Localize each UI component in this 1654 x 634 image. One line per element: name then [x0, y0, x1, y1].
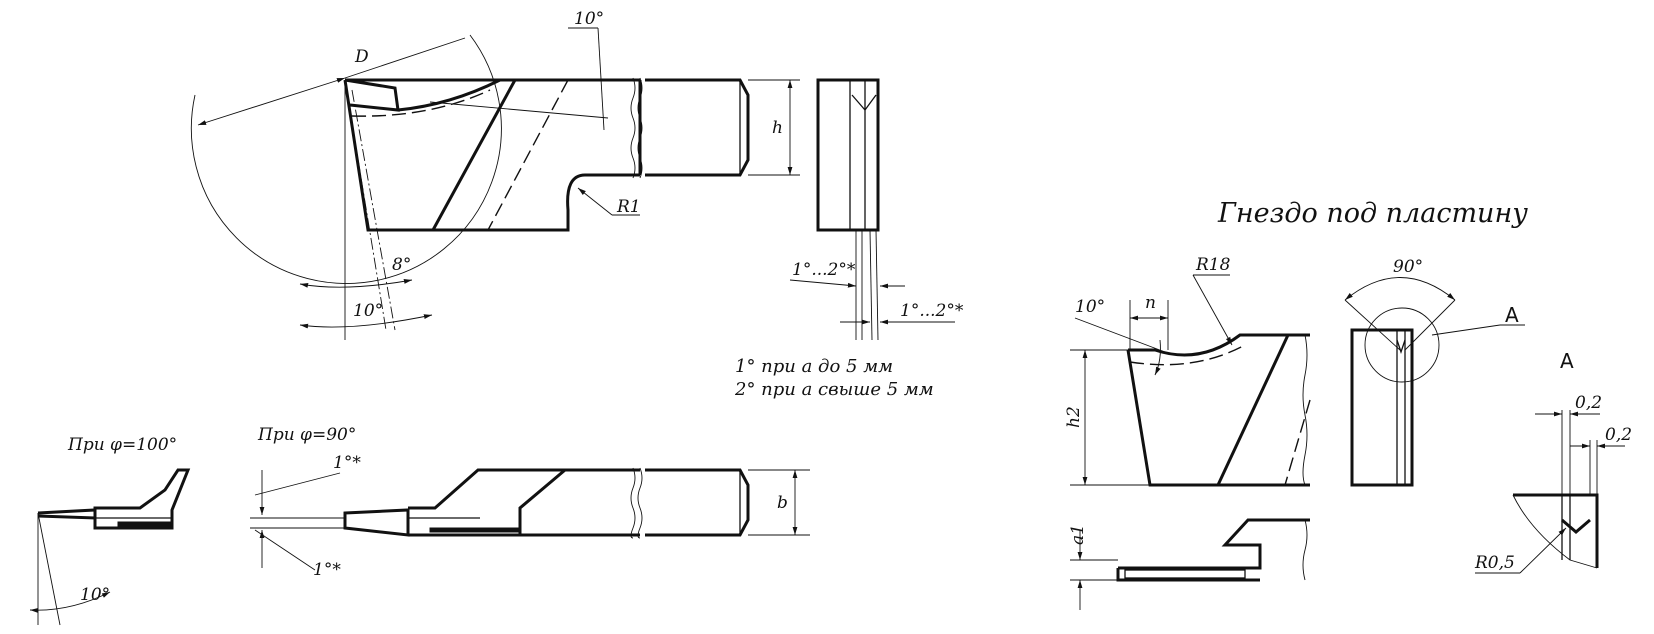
- socket-diagonal-hidden: [1284, 399, 1311, 486]
- angle-8-label: 8°: [392, 255, 411, 275]
- angle-10-top-label: 10°: [574, 9, 604, 29]
- shank-end: [645, 78, 750, 177]
- end-view: 1°...2°* 1°...2°* 1° при a до 5 мм 2° пр…: [734, 78, 964, 400]
- phi90-shank-end: [645, 468, 750, 537]
- phi100-angled: [37, 512, 61, 626]
- a1-view-outline: [1118, 518, 1310, 570]
- diagonal-edge: [431, 79, 517, 231]
- angle-90-arc: [1344, 277, 1456, 301]
- insert-outline: [344, 78, 400, 112]
- axis-line-10: [351, 89, 396, 331]
- phi100-insert: [37, 508, 97, 520]
- socket-end-v: [1396, 339, 1406, 355]
- note-line-2: 2° при a свыше 5 мм: [734, 379, 934, 400]
- n-label: n: [1145, 293, 1156, 313]
- phi90-body: [408, 468, 570, 537]
- r05-leader: [1519, 527, 1567, 574]
- socket-view: Гнездо под пластину h2 R18 10° n: [1064, 198, 1528, 610]
- phi90-label: При φ=90°: [257, 425, 356, 445]
- phi90-break-1: [630, 467, 636, 539]
- angle-90-leg-2: [1404, 299, 1456, 351]
- main-side-view: h 10° R1 D 8° 10°: [190, 9, 800, 340]
- a1-insert: [1124, 569, 1246, 579]
- r1-label: R1: [616, 197, 641, 217]
- detail-v: [1561, 518, 1591, 534]
- holder-body-outline: [343, 78, 640, 232]
- angle-10-socket-label: 10°: [1075, 297, 1105, 317]
- detail-break-curve: [1512, 494, 1598, 569]
- angle-1-upper-label: 1°*: [333, 453, 361, 473]
- socket-break: [1302, 334, 1308, 486]
- phi90-break-2: [637, 467, 643, 539]
- phi100-angle-arc: [29, 591, 111, 613]
- r1-leader: [577, 187, 613, 216]
- a1-break: [1302, 519, 1308, 581]
- socket-groove: [1128, 333, 1310, 357]
- phi90-insert: [343, 508, 410, 537]
- a1-label: a1: [1068, 524, 1088, 545]
- phi100-shim: [117, 521, 174, 527]
- angle-90-leg-1: [1344, 299, 1401, 351]
- axis-line-8: [344, 79, 387, 331]
- socket-end-outline: [1350, 328, 1414, 487]
- chip-groove: [397, 78, 501, 112]
- dim-02-b-label: 0,2: [1605, 425, 1632, 445]
- a-marker-label: A: [1505, 303, 1519, 327]
- angle-10-socket-leader: [1074, 317, 1166, 353]
- detail-circle: [1364, 307, 1440, 383]
- phi90-view: При φ=90° 1°* 1°* b: [250, 425, 810, 580]
- socket-groove-hidden: [1129, 344, 1246, 366]
- socket-diagonal: [1216, 334, 1290, 486]
- angle-1-2-bottom-label: 1°...2°*: [900, 301, 964, 321]
- end-ext-3: [869, 229, 873, 341]
- socket-title: Гнездо под пластину: [1217, 198, 1528, 229]
- break-line-2: [637, 77, 643, 179]
- note-line-1: 1° при a до 5 мм: [735, 356, 893, 377]
- phi90-shim: [429, 527, 521, 533]
- angle-1-upper-leader: [254, 472, 341, 496]
- angle-1-2-top-label: 1°...2°*: [792, 260, 856, 280]
- r18-leader: [1192, 274, 1233, 346]
- h-label: h: [772, 118, 783, 138]
- dim-02-a-label: 0,2: [1575, 393, 1602, 413]
- r05-label: R0,5: [1474, 553, 1515, 573]
- r18-label: R18: [1195, 255, 1231, 275]
- phi100-label: При φ=100°: [67, 435, 177, 455]
- groove-hidden-line: [351, 89, 491, 117]
- angle-1-lower-leader: [254, 529, 316, 571]
- socket-end-view: 90° A: [1344, 257, 1525, 487]
- detail-view-a: A 0,2 0,2 R0,5: [1474, 349, 1632, 574]
- detail-outline: [1513, 493, 1599, 568]
- diameter-arc: [190, 34, 502, 284]
- a-view-label: A: [1560, 349, 1574, 373]
- end-ext-4: [875, 229, 879, 341]
- angle-8-arc: [299, 279, 413, 288]
- angle-1-lower-label: 1°*: [313, 560, 341, 580]
- end-view-outline: [816, 78, 880, 232]
- h2-label: h2: [1064, 406, 1084, 428]
- end-view-v: [851, 94, 877, 112]
- angle-10-top-leader: [597, 27, 605, 131]
- angle-90-label: 90°: [1393, 257, 1423, 277]
- angle-10-left-label: 10°: [80, 585, 110, 605]
- angle-10-bottom-arc: [299, 314, 433, 329]
- rake-line: [429, 101, 609, 119]
- diameter-dimension-line: [197, 77, 346, 126]
- angle-10-bottom-label: 10°: [353, 301, 383, 321]
- d-label: D: [354, 47, 369, 67]
- phi100-view: При φ=100° 10°: [29, 435, 191, 626]
- a-marker-leader: [1431, 324, 1501, 336]
- break-line-1: [630, 77, 636, 179]
- socket-body-outline: [1126, 349, 1310, 487]
- diagonal-hidden-edge: [487, 79, 569, 231]
- phi100-body: [93, 468, 191, 530]
- angle-10-socket-arc: [1154, 339, 1161, 376]
- b-label: b: [777, 493, 788, 513]
- angle-1-2-top-arrow: [789, 279, 857, 288]
- diameter-extension: [344, 37, 466, 79]
